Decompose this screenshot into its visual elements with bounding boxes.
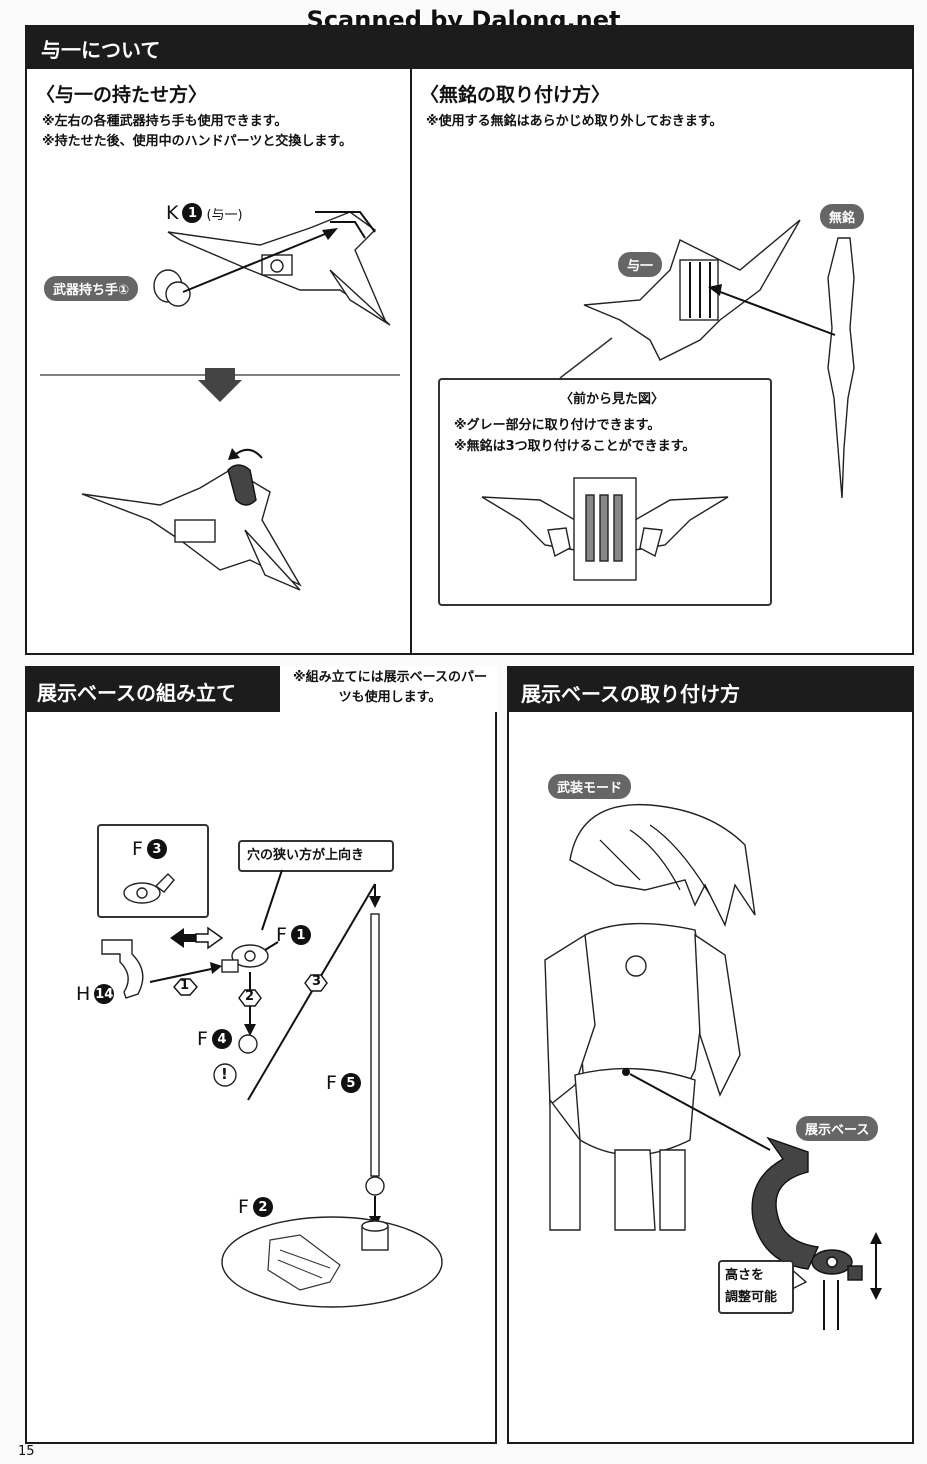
armed-mode-label: 武装モード: [548, 774, 632, 799]
base-build-section: [25, 666, 497, 1444]
part-label-f3: F 3: [132, 838, 167, 860]
part-name: (与一): [206, 207, 243, 223]
hold-note-1: ※左右の各種武器持ち手も使用できます。: [42, 114, 288, 129]
f4-number: 4: [211, 1029, 232, 1049]
display-base-label: 展示ベース: [796, 1116, 879, 1141]
f2-letter: F: [238, 1196, 249, 1218]
f3-letter: F: [132, 838, 143, 860]
base-attach-title: 展示ベースの取り付け方: [507, 666, 914, 712]
part-label-f5: F 5: [326, 1072, 361, 1094]
h14-letter: H: [76, 983, 91, 1005]
step-2-label: 2: [245, 989, 255, 1004]
base-attach-title-text: 展示ベースの取り付け方: [521, 682, 740, 706]
height-adjust-callout: [718, 1260, 794, 1314]
mumei-heading: 〈無銘の取り付け方〉: [420, 84, 611, 106]
base-build-note-box: [280, 666, 497, 712]
hold-note-2: ※持たせた後、使用中のハンドパーツと交換します。: [42, 134, 353, 149]
hole-label: 穴の狭い方が上向き: [247, 848, 365, 863]
f1-letter: F: [276, 924, 287, 946]
height-note-line-2: 調整可能: [725, 1290, 778, 1305]
part-label-f2: F 2: [238, 1196, 273, 1218]
yoichi-title-text: 与一について: [41, 38, 161, 62]
page-number: 15: [18, 1444, 35, 1459]
base-build-title-text: 展示ベースの組み立て: [37, 681, 236, 705]
mumei-label: 無銘: [820, 204, 865, 229]
f5-letter: F: [326, 1072, 337, 1094]
part-label-k1: K 1 (与一): [166, 202, 243, 224]
f3-number: 3: [146, 839, 167, 859]
warning-icon: !: [221, 1065, 228, 1083]
front-view-note-1: ※グレー部分に取り付けできます。: [454, 418, 661, 433]
weapon-hand-label: 武器持ち手①: [44, 276, 139, 301]
part-label-f1: F 1: [276, 924, 311, 946]
f1-number: 1: [290, 925, 311, 945]
hole-label-box: [238, 840, 394, 872]
part-letter: K: [166, 202, 179, 224]
part-label-h14: H 14: [76, 983, 115, 1005]
part-label-f4: F 4: [197, 1028, 232, 1050]
hold-heading: 〈与一の持たせ方〉: [36, 84, 208, 106]
f2-number: 2: [252, 1197, 273, 1217]
f5-number: 5: [340, 1073, 361, 1093]
section-divider: [410, 69, 412, 655]
front-view-title: 〈前から見た図〉: [560, 392, 665, 407]
part-number-badge: 1: [182, 203, 203, 223]
front-view-note-2: ※無銘は3つ取り付けることができます。: [454, 439, 696, 454]
h14-number: 14: [94, 984, 115, 1004]
yoichi-label: 与一: [618, 252, 663, 277]
mumei-note: ※使用する無銘はあらかじめ取り外しておきます。: [426, 114, 723, 129]
height-note-line-1: 高さを: [725, 1268, 765, 1283]
f4-letter: F: [197, 1028, 208, 1050]
f3-detail-box: [97, 824, 209, 918]
yoichi-section-title: 与一について: [25, 25, 914, 69]
step-3-label: 3: [312, 974, 322, 989]
step-1-label: 1: [180, 978, 190, 993]
base-build-note: ※組み立てには展示ベースのパーツも使用します。: [293, 670, 487, 705]
